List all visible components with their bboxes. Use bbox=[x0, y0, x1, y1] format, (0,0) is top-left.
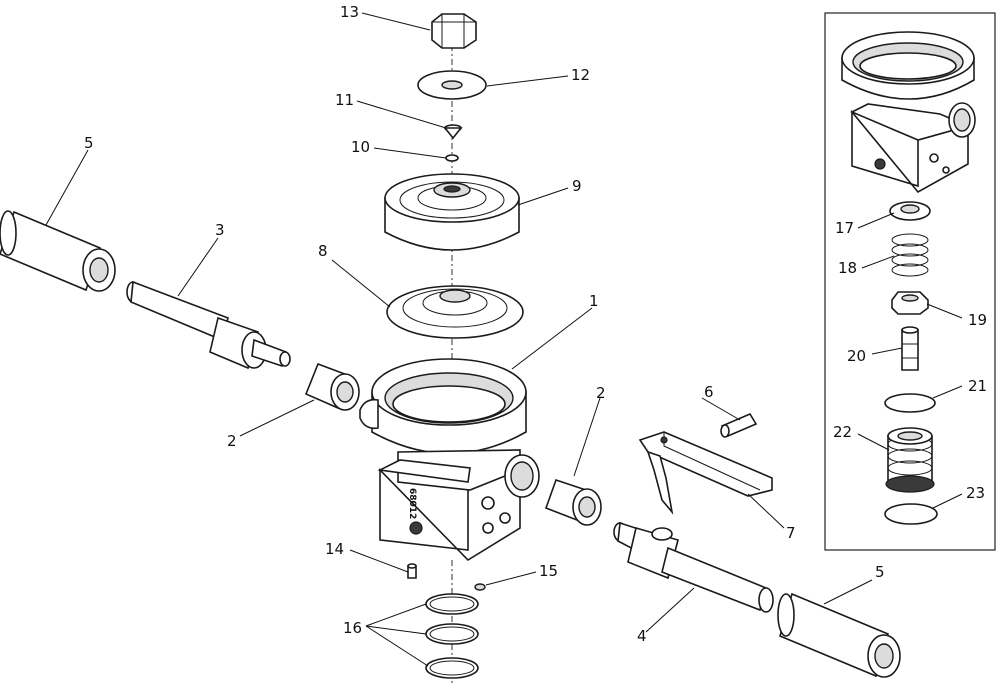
callout-18: 18 bbox=[838, 259, 858, 277]
part-7-lever bbox=[638, 431, 773, 515]
body-marking: 68012 bbox=[407, 488, 417, 519]
callout-5-right: 5 bbox=[875, 563, 885, 581]
part-2-bushing-left bbox=[304, 362, 360, 411]
callout-3: 3 bbox=[215, 221, 225, 239]
callout-1: 1 bbox=[589, 292, 599, 310]
part-22-valve-assembly bbox=[885, 427, 935, 493]
part-4-handle-shaft bbox=[613, 521, 774, 613]
callout-7: 7 bbox=[786, 524, 796, 542]
callout-20: 20 bbox=[847, 347, 867, 365]
callout-13: 13 bbox=[340, 3, 360, 21]
detail-inset-frame bbox=[824, 12, 996, 551]
part-11-screw bbox=[443, 124, 463, 140]
callout-21: 21 bbox=[968, 377, 988, 395]
part-20-valve-stem bbox=[901, 326, 919, 371]
callout-17: 17 bbox=[835, 219, 855, 237]
part-6-pin bbox=[720, 412, 758, 438]
callout-15: 15 bbox=[539, 562, 559, 580]
part-8-diaphragm bbox=[386, 285, 524, 339]
part-9-diaphragm-cover bbox=[384, 173, 520, 251]
callout-6: 6 bbox=[704, 383, 714, 401]
callout-19: 19 bbox=[968, 311, 988, 329]
part-10-small-washer bbox=[445, 154, 459, 162]
callout-23: 23 bbox=[966, 484, 986, 502]
callout-22: 22 bbox=[833, 423, 853, 441]
part-18-spring bbox=[891, 233, 929, 277]
part-23-o-ring bbox=[884, 503, 938, 525]
part-5-grip-tube-right bbox=[777, 592, 901, 678]
part-16-o-rings bbox=[425, 593, 479, 679]
inset-body-thumbnail bbox=[841, 31, 976, 194]
part-14-roll-pin bbox=[407, 563, 417, 579]
part-5-grip-tube-left bbox=[0, 210, 116, 292]
part-21-o-ring bbox=[884, 393, 936, 413]
part-3-handle-shaft bbox=[126, 280, 291, 370]
callout-12: 12 bbox=[571, 66, 591, 84]
callout-2-right: 2 bbox=[596, 384, 606, 402]
callout-16: 16 bbox=[343, 619, 363, 637]
part-1-pump-body bbox=[359, 358, 540, 562]
callout-2-left: 2 bbox=[227, 432, 237, 450]
callout-10: 10 bbox=[351, 138, 371, 156]
part-12-label-washer bbox=[417, 70, 487, 100]
callout-14: 14 bbox=[325, 540, 345, 558]
callout-11: 11 bbox=[335, 91, 355, 109]
part-15-small-o-ring bbox=[474, 583, 486, 591]
part-19-hex-valve-seat bbox=[891, 291, 929, 315]
part-2-bushing-right bbox=[544, 478, 602, 526]
callout-8: 8 bbox=[318, 242, 328, 260]
callout-9: 9 bbox=[572, 177, 582, 195]
callout-4: 4 bbox=[637, 627, 647, 645]
part-13-cap-nut bbox=[431, 13, 477, 49]
callout-5-left: 5 bbox=[84, 134, 94, 152]
part-17-valve-cap bbox=[889, 201, 931, 221]
leader-lines bbox=[45, 12, 963, 667]
